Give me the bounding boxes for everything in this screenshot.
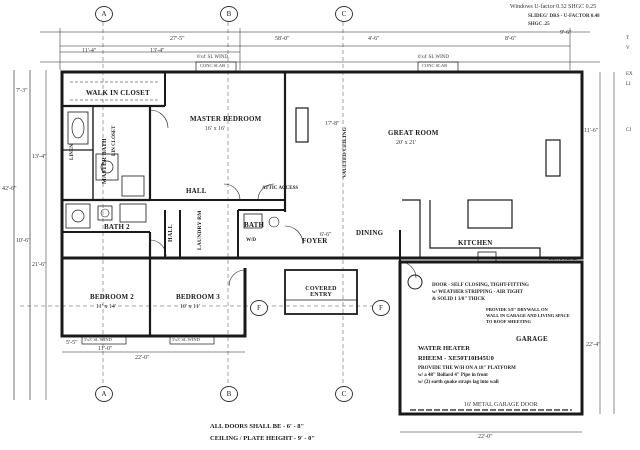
dim-top-7: 9'-6" bbox=[560, 30, 572, 36]
annotation-vaulted-ceiling: VAULTED CEILING bbox=[342, 127, 348, 178]
water-heater-model: RHEEM - XE50T10H45U0 bbox=[418, 355, 494, 362]
dim-left-1: 7'-3" bbox=[16, 88, 28, 94]
dim-left-4: 21'-6" bbox=[32, 262, 47, 268]
dim-foyer: 6'-6" bbox=[320, 232, 332, 238]
room-label-foyer: FOYER bbox=[302, 237, 328, 245]
grid-bubble-a-top: A bbox=[95, 6, 113, 22]
annotation-drywall-3: TO ROOF SHEETING bbox=[486, 319, 532, 324]
room-label-master-bedroom: MASTER BEDROOM bbox=[190, 115, 262, 123]
right-margin-text-5: CI bbox=[626, 128, 631, 133]
right-margin-text-1: T bbox=[626, 36, 630, 41]
room-label-garage: GARAGE bbox=[516, 335, 548, 343]
annotation-door-note-3: & SOLID 1 3/8" THICK bbox=[432, 297, 485, 302]
dim-top-5: 4'-6" bbox=[368, 36, 380, 42]
dim-bottom-3: 11'-0" bbox=[98, 346, 113, 352]
grid-bubble-f-right: F bbox=[372, 300, 390, 316]
annotation-drywall-1: PROVIDE 5/8" DRYWALL ON bbox=[486, 307, 548, 312]
dim-left-2: 13'-4" bbox=[32, 154, 47, 160]
water-heater-note-3: w/ (2) earth quake straps lag into wall bbox=[418, 380, 499, 385]
dim-top-4: 13'-4" bbox=[150, 48, 165, 54]
grid-bubble-f-left: F bbox=[250, 300, 268, 316]
grid-bubble-a-bottom: A bbox=[95, 386, 113, 402]
right-margin-text-4: LI bbox=[626, 82, 631, 87]
water-heater-note-2: w/ a 48" Bollard 4" Pipe in front bbox=[418, 373, 488, 378]
dim-left-5: 10'-6" bbox=[16, 238, 31, 244]
room-label-kitchen: KITCHEN bbox=[458, 239, 493, 247]
slab-tag-great-room: CONC SLAB bbox=[422, 63, 448, 68]
dim-bottom-1: 22'-0" bbox=[135, 355, 150, 361]
room-label-dining: DINING bbox=[356, 229, 384, 237]
window-tag-bedroom3: 5'x3' SL WIND bbox=[172, 337, 200, 342]
room-label-hall: HALL bbox=[186, 187, 207, 195]
note-door-height: ALL DOORS SHALL BE - 6' - 8" bbox=[210, 423, 305, 430]
dim-bottom-2: 5'-5" bbox=[66, 340, 78, 346]
room-label-bath-2: BATH 2 bbox=[104, 223, 130, 231]
grid-bubble-b-top: B bbox=[220, 6, 238, 22]
dim-great-room-height: 17'-8" bbox=[325, 121, 340, 127]
right-margin-text-3: EX bbox=[626, 72, 633, 77]
annotation-washer-dryer: W/D bbox=[246, 238, 256, 243]
slider-door-spec-note: SLIDEG' DRS - U-FACTOR 0.48 bbox=[528, 14, 600, 19]
annotation-door-note-2: w/ WEATHER STRIPPING - AIR TIGHT bbox=[432, 290, 523, 295]
dim-bottom-4: 22'-0" bbox=[478, 434, 493, 440]
grid-bubble-b-bottom: B bbox=[220, 386, 238, 402]
room-label-bedroom-2: BEDROOM 2 bbox=[90, 293, 134, 301]
dim-top-1: 27'-5" bbox=[170, 36, 185, 42]
annotation-conc-slab: CONC SLAB bbox=[548, 257, 578, 262]
annotation-linen: LINEN bbox=[70, 144, 75, 160]
window-tag-bedroom2: 5'x3' SL WIND bbox=[84, 337, 112, 342]
right-margin-text-2: V bbox=[626, 46, 630, 51]
dim-top-2: 58'-0" bbox=[275, 36, 290, 42]
room-size-bedroom-3: 10' x 11' bbox=[180, 304, 200, 310]
water-heater-note-1: PROVIDE THE W/H ON A 18" PLATFORM bbox=[418, 366, 516, 371]
room-label-bedroom-3: BEDROOM 3 bbox=[176, 293, 220, 301]
annotation-door-note-1: DOOR - SELF CLOSING, TIGHT-FITTING bbox=[432, 283, 529, 288]
room-size-master-bedroom: 16' x 16' bbox=[205, 126, 226, 132]
slab-tag-master: CONC SLAB bbox=[200, 63, 226, 68]
room-label-master-bath: MASTER BATH bbox=[102, 138, 108, 184]
room-label-great-room: GREAT ROOM bbox=[388, 129, 439, 137]
room-size-great-room: 20' x 21' bbox=[396, 140, 417, 146]
window-spec-note: Windows U-factor 0.32 SHGC 0.25 bbox=[510, 4, 597, 10]
room-size-bedroom-2: 11' x 14' bbox=[96, 304, 116, 310]
dim-left-3: 42'-6" bbox=[2, 186, 17, 192]
annotation-attic-access: ATTIC ACCESS bbox=[262, 186, 299, 191]
grid-bubble-c-bottom: C bbox=[335, 386, 353, 402]
room-label-walk-in-closet: WALK IN CLOSET bbox=[86, 89, 150, 97]
note-ceiling-height: CEILING / PLATE HEIGHT - 9' - 0" bbox=[210, 435, 316, 442]
dim-top-6: 8'-6" bbox=[505, 36, 517, 42]
room-label-bath: BATH bbox=[244, 221, 265, 229]
shgc-note: SHGC .25 bbox=[528, 22, 550, 27]
annotation-garage-door: 16' METAL GARAGE DOOR bbox=[464, 402, 538, 408]
dim-right-2: 22'-4" bbox=[586, 342, 601, 348]
annotation-lin-closet: LIN CLOSET bbox=[112, 125, 117, 156]
water-heater-title: WATER HEATER bbox=[418, 345, 470, 352]
room-label-laundry: LAUNDRY RM bbox=[197, 210, 203, 250]
grid-bubble-c-top: C bbox=[335, 6, 353, 22]
room-label-hall-vertical: HALL bbox=[168, 224, 174, 242]
room-label-covered-entry: COVERED ENTRY bbox=[305, 286, 337, 298]
window-tag-great-room: 6'x4' SL WIND bbox=[418, 55, 449, 60]
dim-top-3: 11'-4" bbox=[82, 48, 97, 54]
dim-right-1: 11'-6" bbox=[584, 128, 599, 134]
annotation-drywall-2: WALL IN GARAGE AND LIVING SPACE bbox=[486, 313, 570, 318]
window-tag-master: 6'x4' SL WIND bbox=[197, 55, 228, 60]
